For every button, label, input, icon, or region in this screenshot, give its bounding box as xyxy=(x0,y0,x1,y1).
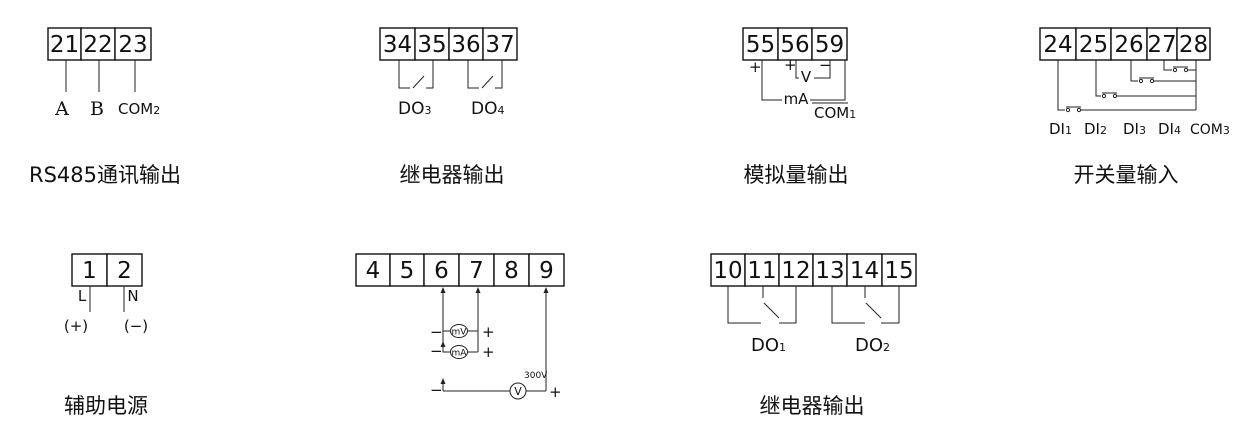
terminal-number: 34 xyxy=(383,32,412,58)
block-title: RS485通讯输出 xyxy=(29,163,181,187)
block-title: 继电器输出 xyxy=(760,394,865,418)
label-ma: mA xyxy=(784,90,810,108)
terminal-36 xyxy=(448,27,484,61)
label-300v: 300V xyxy=(524,371,548,381)
plus-sign: + xyxy=(749,58,762,76)
terminal-15 xyxy=(881,253,917,287)
terminal-21 xyxy=(47,27,82,61)
label-plus: (+) xyxy=(64,317,88,335)
block-title: 开关量输入 xyxy=(1074,163,1179,187)
terminal-59 xyxy=(811,27,848,61)
rs485-block: 21 22 23 A B COM2 RS485通讯输出 xyxy=(29,27,181,187)
analog-output-block: 55 56 59 + + − V mA COM1 模拟量输出 xyxy=(742,27,856,187)
plus-sign: + xyxy=(482,343,495,361)
plus-sign: + xyxy=(784,56,797,74)
label-com1: COM1 xyxy=(814,104,856,122)
terminal-24 xyxy=(1039,27,1077,61)
terminal-number: 12 xyxy=(781,258,810,284)
label-b: B xyxy=(90,98,104,120)
terminal-number: 5 xyxy=(400,258,415,284)
terminal-22 xyxy=(80,27,116,61)
terminal-number: 9 xyxy=(539,258,554,284)
label-mv: mV xyxy=(452,328,468,338)
minus-sign: − xyxy=(430,323,443,341)
terminal-number: 10 xyxy=(713,258,742,284)
label-a: A xyxy=(54,98,69,120)
label-com3: COM3 xyxy=(1190,122,1230,138)
terminal-number: 27 xyxy=(1147,32,1176,58)
block-title: 继电器输出 xyxy=(400,163,505,187)
terminal-number: 23 xyxy=(118,32,147,58)
terminal-number: 4 xyxy=(366,258,381,284)
terminal-number: 24 xyxy=(1043,32,1072,58)
label-do4: DO4 xyxy=(471,99,504,119)
label-do2: DO2 xyxy=(855,335,890,356)
terminal-number: 28 xyxy=(1179,32,1208,58)
minus-sign: − xyxy=(430,342,443,360)
terminal-number: 2 xyxy=(117,258,132,284)
terminal-number: 6 xyxy=(434,258,449,284)
label-di2: DI2 xyxy=(1084,120,1107,138)
terminal-55 xyxy=(742,27,779,61)
terminal-number: 14 xyxy=(850,258,879,284)
terminal-number: 35 xyxy=(417,32,446,58)
relay-contact-do2 xyxy=(831,286,865,324)
terminal-34 xyxy=(379,27,416,61)
label-di4: DI4 xyxy=(1158,120,1181,138)
label-do1: DO1 xyxy=(751,335,786,356)
terminal-9 xyxy=(528,253,565,287)
terminal-number: 56 xyxy=(780,32,809,58)
terminal-number: 25 xyxy=(1079,32,1108,58)
terminal-23 xyxy=(114,27,152,61)
aux-power-block: 1 2 L N (+) (−) 辅助电源 xyxy=(64,253,148,418)
terminal-7 xyxy=(458,253,495,287)
label-v: V xyxy=(514,385,522,398)
switch-input-block: 24 25 26 27 28 DI1 DI2 DI3 DI4 COM3 开关量输… xyxy=(1039,27,1230,187)
plus-sign: + xyxy=(482,323,495,341)
plus-sign: + xyxy=(549,383,562,401)
terminal-number: 36 xyxy=(451,32,480,58)
terminal-number: 1 xyxy=(82,258,97,284)
minus-sign: − xyxy=(819,56,832,74)
terminal-35 xyxy=(414,27,450,61)
terminal-number: 26 xyxy=(1114,32,1143,58)
terminal-number: 55 xyxy=(746,32,775,58)
terminal-25 xyxy=(1075,27,1112,61)
label-n: N xyxy=(127,287,138,305)
label-di1: DI1 xyxy=(1049,120,1072,138)
label-ma: mA xyxy=(452,349,468,359)
label-l: L xyxy=(78,287,87,305)
relay-output-a-block: 34 35 36 37 DO3 DO4 继电器输出 xyxy=(379,27,518,187)
terminal-number: 59 xyxy=(815,32,844,58)
terminal-number: 11 xyxy=(747,258,776,284)
terminal-number: 15 xyxy=(884,258,913,284)
terminal-1 xyxy=(71,253,108,287)
label-do3: DO3 xyxy=(398,99,431,119)
terminal-number: 8 xyxy=(504,258,519,284)
minus-sign: − xyxy=(430,381,443,399)
terminal-37 xyxy=(482,27,518,61)
label-com2: COM2 xyxy=(118,100,160,118)
block-title: 辅助电源 xyxy=(64,394,148,418)
terminal-number: 22 xyxy=(83,32,112,58)
terminal-number: 13 xyxy=(815,258,844,284)
relay-contact-do4 xyxy=(467,60,479,89)
label-di3: DI3 xyxy=(1123,120,1146,138)
terminal-number: 7 xyxy=(469,258,484,284)
signal-input-block: 4 5 6 7 8 9 − mV + − mA + − V xyxy=(355,253,565,401)
block-title: 模拟量输出 xyxy=(744,163,849,187)
terminal-28 xyxy=(1176,27,1211,61)
relay-output-b-block: 10 11 12 13 14 15 DO1 DO2 继电器输出 xyxy=(710,253,917,418)
label-v: V xyxy=(801,68,812,86)
terminal-8 xyxy=(493,253,530,287)
label-minus: (−) xyxy=(124,317,148,335)
relay-contact-do1 xyxy=(727,286,761,324)
terminal-4 xyxy=(355,253,391,287)
terminal-number: 37 xyxy=(485,32,514,58)
terminal-number: 21 xyxy=(50,32,79,58)
relay-contact-do3 xyxy=(398,60,410,89)
terminal-6 xyxy=(423,253,460,287)
